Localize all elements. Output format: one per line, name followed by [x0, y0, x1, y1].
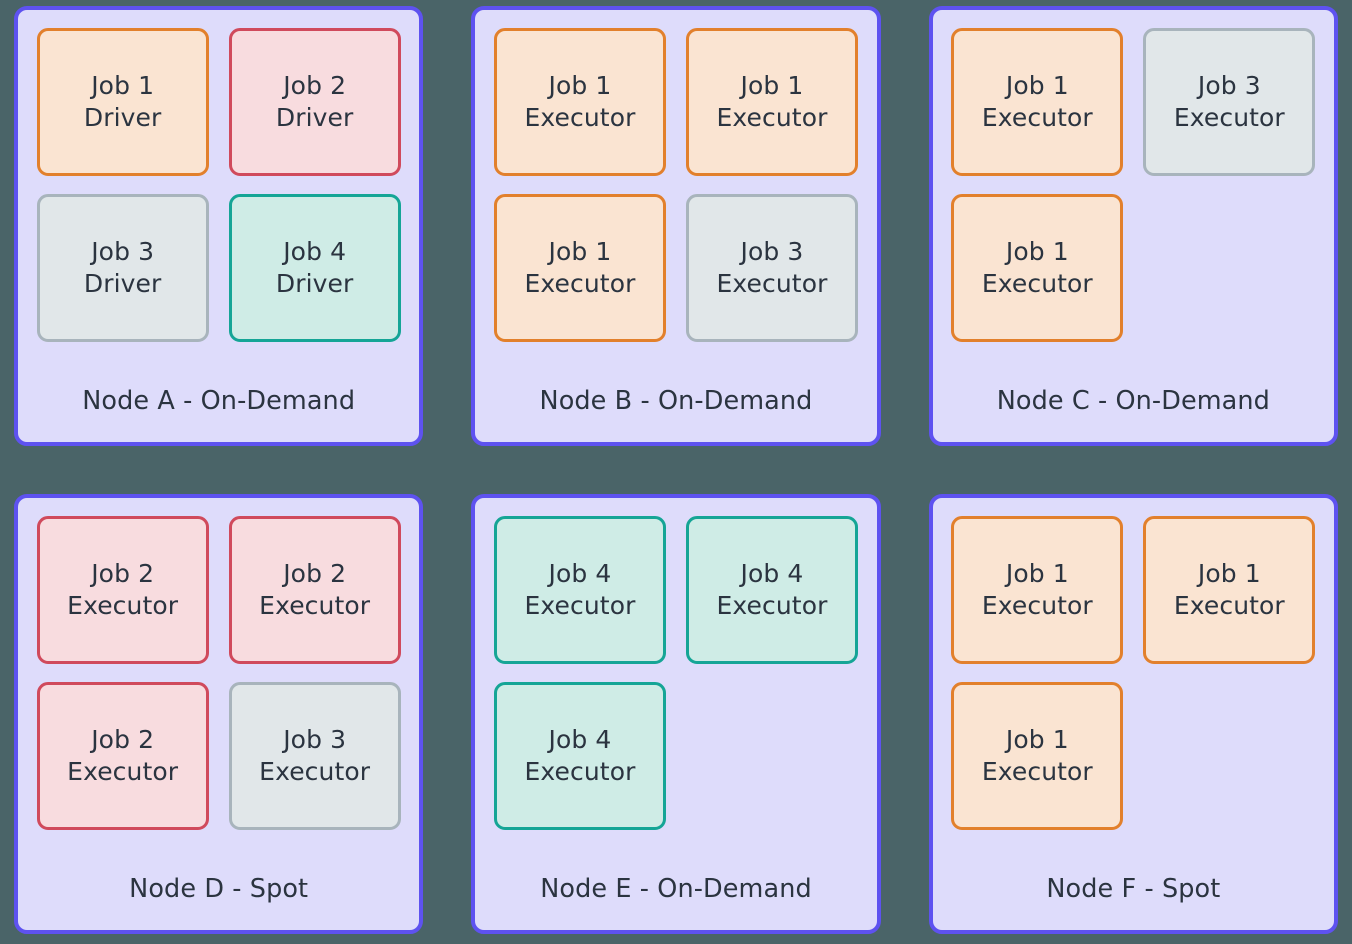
job-role: Driver — [275, 269, 354, 298]
job-box[interactable]: Job 3 Executor — [228, 682, 401, 830]
job-name: Job 3 — [1197, 70, 1261, 100]
job-role: Executor — [981, 269, 1093, 298]
job-role: Executor — [981, 103, 1093, 132]
job-name: Job 1 — [548, 70, 612, 100]
job-box[interactable]: Job 2 Driver — [228, 28, 401, 176]
job-box[interactable]: Job 1 Executor — [493, 194, 666, 342]
job-box[interactable]: Job 2 Executor — [228, 516, 401, 664]
job-role: Executor — [67, 757, 179, 786]
job-role: Executor — [524, 757, 636, 786]
node-label: Node F - Spot — [1046, 874, 1221, 904]
job-name: Job 1 — [1005, 724, 1069, 754]
job-name: Job 3 — [91, 236, 155, 266]
job-name: Job 3 — [283, 724, 347, 754]
job-box[interactable]: Job 4 Executor — [685, 516, 858, 664]
job-role: Executor — [716, 103, 828, 132]
job-name: Job 1 — [548, 236, 612, 266]
job-box[interactable]: Job 3 Executor — [1143, 28, 1316, 176]
job-role: Driver — [275, 103, 354, 132]
empty-slot — [1143, 682, 1315, 830]
job-role: Driver — [83, 103, 162, 132]
job-role: Executor — [981, 591, 1093, 620]
job-role: Executor — [524, 591, 636, 620]
job-box[interactable]: Job 1 Executor — [685, 28, 858, 176]
job-name: Job 4 — [740, 558, 804, 588]
job-role: Driver — [83, 269, 162, 298]
job-role: Executor — [716, 269, 828, 298]
job-role: Executor — [259, 591, 371, 620]
job-box[interactable]: Job 1 Executor — [1143, 516, 1316, 664]
job-name: Job 1 — [740, 70, 804, 100]
job-box[interactable]: Job 4 Executor — [493, 682, 666, 830]
job-name: Job 1 — [1005, 558, 1069, 588]
job-box[interactable]: Job 1 Executor — [493, 28, 666, 176]
job-box[interactable]: Job 4 Driver — [228, 194, 401, 342]
job-box[interactable]: Job 1 Executor — [951, 194, 1124, 342]
job-role: Executor — [1173, 591, 1285, 620]
job-box[interactable]: Job 2 Executor — [36, 516, 209, 664]
empty-slot — [686, 682, 858, 830]
job-name: Job 4 — [283, 236, 347, 266]
job-box[interactable]: Job 3 Driver — [36, 194, 209, 342]
job-role: Executor — [524, 103, 636, 132]
job-box[interactable]: Job 3 Executor — [685, 194, 858, 342]
job-role: Executor — [1173, 103, 1285, 132]
job-box[interactable]: Job 1 Driver — [36, 28, 209, 176]
job-role: Executor — [981, 757, 1093, 786]
job-name: Job 4 — [548, 724, 612, 754]
job-name: Job 1 — [1005, 70, 1069, 100]
job-box[interactable]: Job 1 Executor — [951, 516, 1124, 664]
job-name: Job 1 — [91, 70, 155, 100]
node-label: Node E - On-Demand — [540, 874, 812, 904]
job-box[interactable]: Job 2 Executor — [36, 682, 209, 830]
job-role: Executor — [716, 591, 828, 620]
empty-slot — [1143, 194, 1315, 342]
job-box[interactable]: Job 1 Executor — [951, 28, 1124, 176]
job-name: Job 4 — [548, 558, 612, 588]
job-role: Executor — [259, 757, 371, 786]
node-label: Node C - On-Demand — [996, 386, 1270, 416]
job-name: Job 2 — [283, 558, 347, 588]
job-name: Job 2 — [283, 70, 347, 100]
job-role: Executor — [67, 591, 179, 620]
job-name: Job 1 — [1197, 558, 1261, 588]
node-label: Node A - On-Demand — [82, 386, 356, 416]
job-box[interactable]: Job 1 Executor — [951, 682, 1124, 830]
job-name: Job 3 — [740, 236, 804, 266]
job-role: Executor — [524, 269, 636, 298]
node-label: Node B - On-Demand — [539, 386, 813, 416]
job-box[interactable]: Job 4 Executor — [493, 516, 666, 664]
job-name: Job 1 — [1005, 236, 1069, 266]
node-label: Node D - Spot — [129, 874, 309, 904]
job-name: Job 2 — [91, 558, 155, 588]
job-name: Job 2 — [91, 724, 155, 754]
